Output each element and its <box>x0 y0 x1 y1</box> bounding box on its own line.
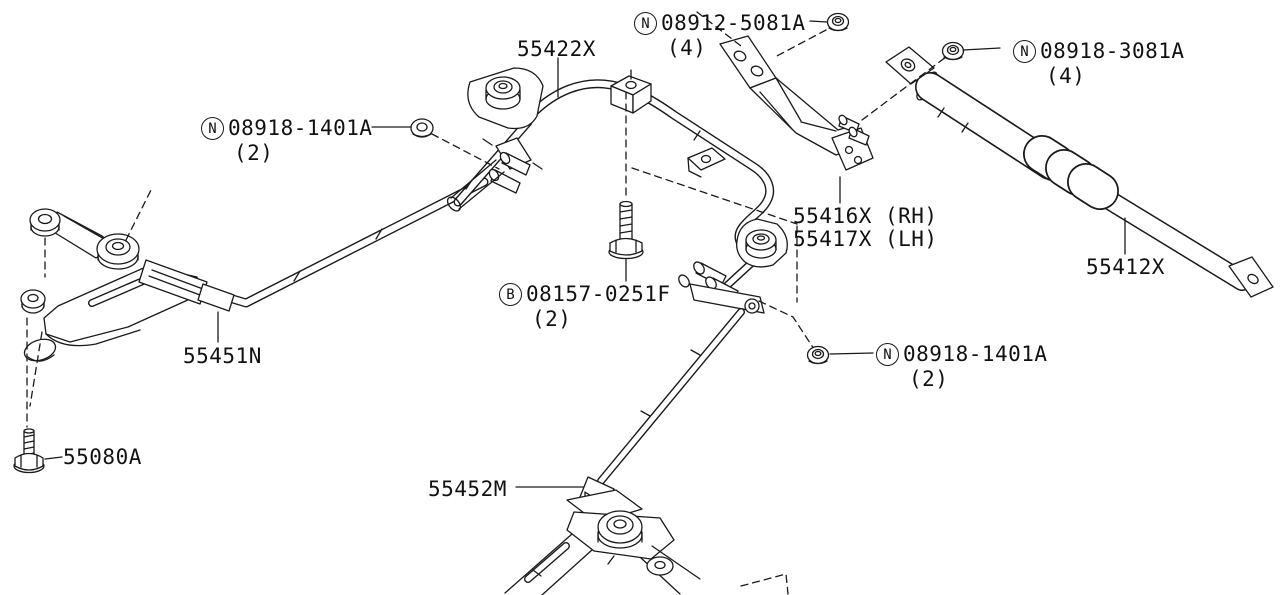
part-number: 55080A <box>63 445 142 469</box>
dashed-axis-lines <box>26 11 947 595</box>
part-label-55412X: 55412X <box>1086 257 1165 278</box>
part-label-08918-3081A: N 08918-3081A (4) <box>1013 40 1185 87</box>
part-number: 55422X <box>517 37 596 61</box>
part-qty: (2) <box>532 307 572 331</box>
bar-clip-tab <box>687 147 726 178</box>
anchor-bracket-studs <box>446 137 532 212</box>
part-number: 08157-0251F <box>526 282 671 306</box>
part-label-08918-1401A-left: N 08918-1401A (2) <box>201 117 373 164</box>
bracket-55416X <box>719 35 874 171</box>
torsion-bar-55451N <box>198 177 489 308</box>
part-label-08912-5081A: N 08912-5081A (4) <box>634 12 806 59</box>
part-number: 08912-5081A <box>661 11 806 35</box>
prefix-circle: N <box>634 12 657 35</box>
part-number: 55452M <box>428 477 507 501</box>
part-number: 55417X (LH) <box>793 227 938 251</box>
part-label-55416X: 55416X (RH) <box>793 206 938 227</box>
part-number: 55451N <box>183 344 262 368</box>
part-label-55080A: 55080A <box>63 447 142 468</box>
part-label-55422X: 55422X <box>517 39 596 60</box>
stabilizer-mount-left <box>467 67 544 130</box>
part-number: 08918-3081A <box>1040 39 1185 63</box>
part-label-55452M: 55452M <box>428 479 507 500</box>
part-label-55451N: 55451N <box>183 346 262 367</box>
bolt-55080A <box>13 428 45 474</box>
part-qty: (2) <box>909 367 949 391</box>
prefix-circle: N <box>201 117 224 140</box>
stabilizer-mount-right <box>736 218 788 268</box>
leader-lines <box>44 20 1126 488</box>
connecting-rod-55452M <box>597 308 745 485</box>
washer-08918-1401-left <box>410 118 434 138</box>
nut-08912 <box>826 12 850 32</box>
nut-08918-1401-right <box>806 345 830 365</box>
anchor-arm-assembly <box>20 208 235 362</box>
part-label-08918-1401A-right: N 08918-1401A (2) <box>876 343 1048 390</box>
part-qty: (2) <box>234 141 274 165</box>
prefix-circle: N <box>876 343 899 366</box>
nut-08918-3081 <box>941 41 965 61</box>
part-label-08157-0251F: B 08157-0251F (2) <box>499 283 671 330</box>
prefix-circle: N <box>1013 40 1036 63</box>
part-number: 55412X <box>1086 255 1165 279</box>
lower-anchor-arm <box>504 476 701 595</box>
part-number: 08918-1401A <box>228 116 373 140</box>
part-qty: (4) <box>1046 64 1086 88</box>
bolt-08157 <box>608 200 644 260</box>
part-number: 08918-1401A <box>903 342 1048 366</box>
bar-clamp-bracket <box>610 69 652 114</box>
part-number: 55416X (RH) <box>793 204 938 228</box>
connecting-rod-bracket <box>678 274 765 314</box>
prefix-circle: B <box>499 283 522 306</box>
part-label-55417X: 55417X (LH) <box>793 229 938 250</box>
part-qty: (4) <box>667 36 707 60</box>
